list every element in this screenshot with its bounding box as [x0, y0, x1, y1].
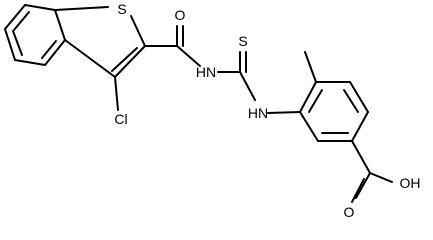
hydroxyl-label: OH [400, 175, 421, 191]
chemical-structure: S O HN S HN Cl O OH [4, 1, 421, 220]
thione-sulfur-label: S [238, 33, 247, 49]
amide-nh-label: HN [196, 64, 216, 80]
ring-sulfur-label: S [117, 1, 126, 17]
atom-labels: S O HN S HN Cl O OH [114, 1, 420, 220]
chlorine-label: Cl [114, 111, 127, 127]
bond-lines [4, 4, 393, 203]
acid-oxygen-label: O [344, 204, 355, 220]
carbonyl-oxygen-label: O [175, 7, 186, 23]
thiourea-nh-label: HN [248, 105, 268, 121]
